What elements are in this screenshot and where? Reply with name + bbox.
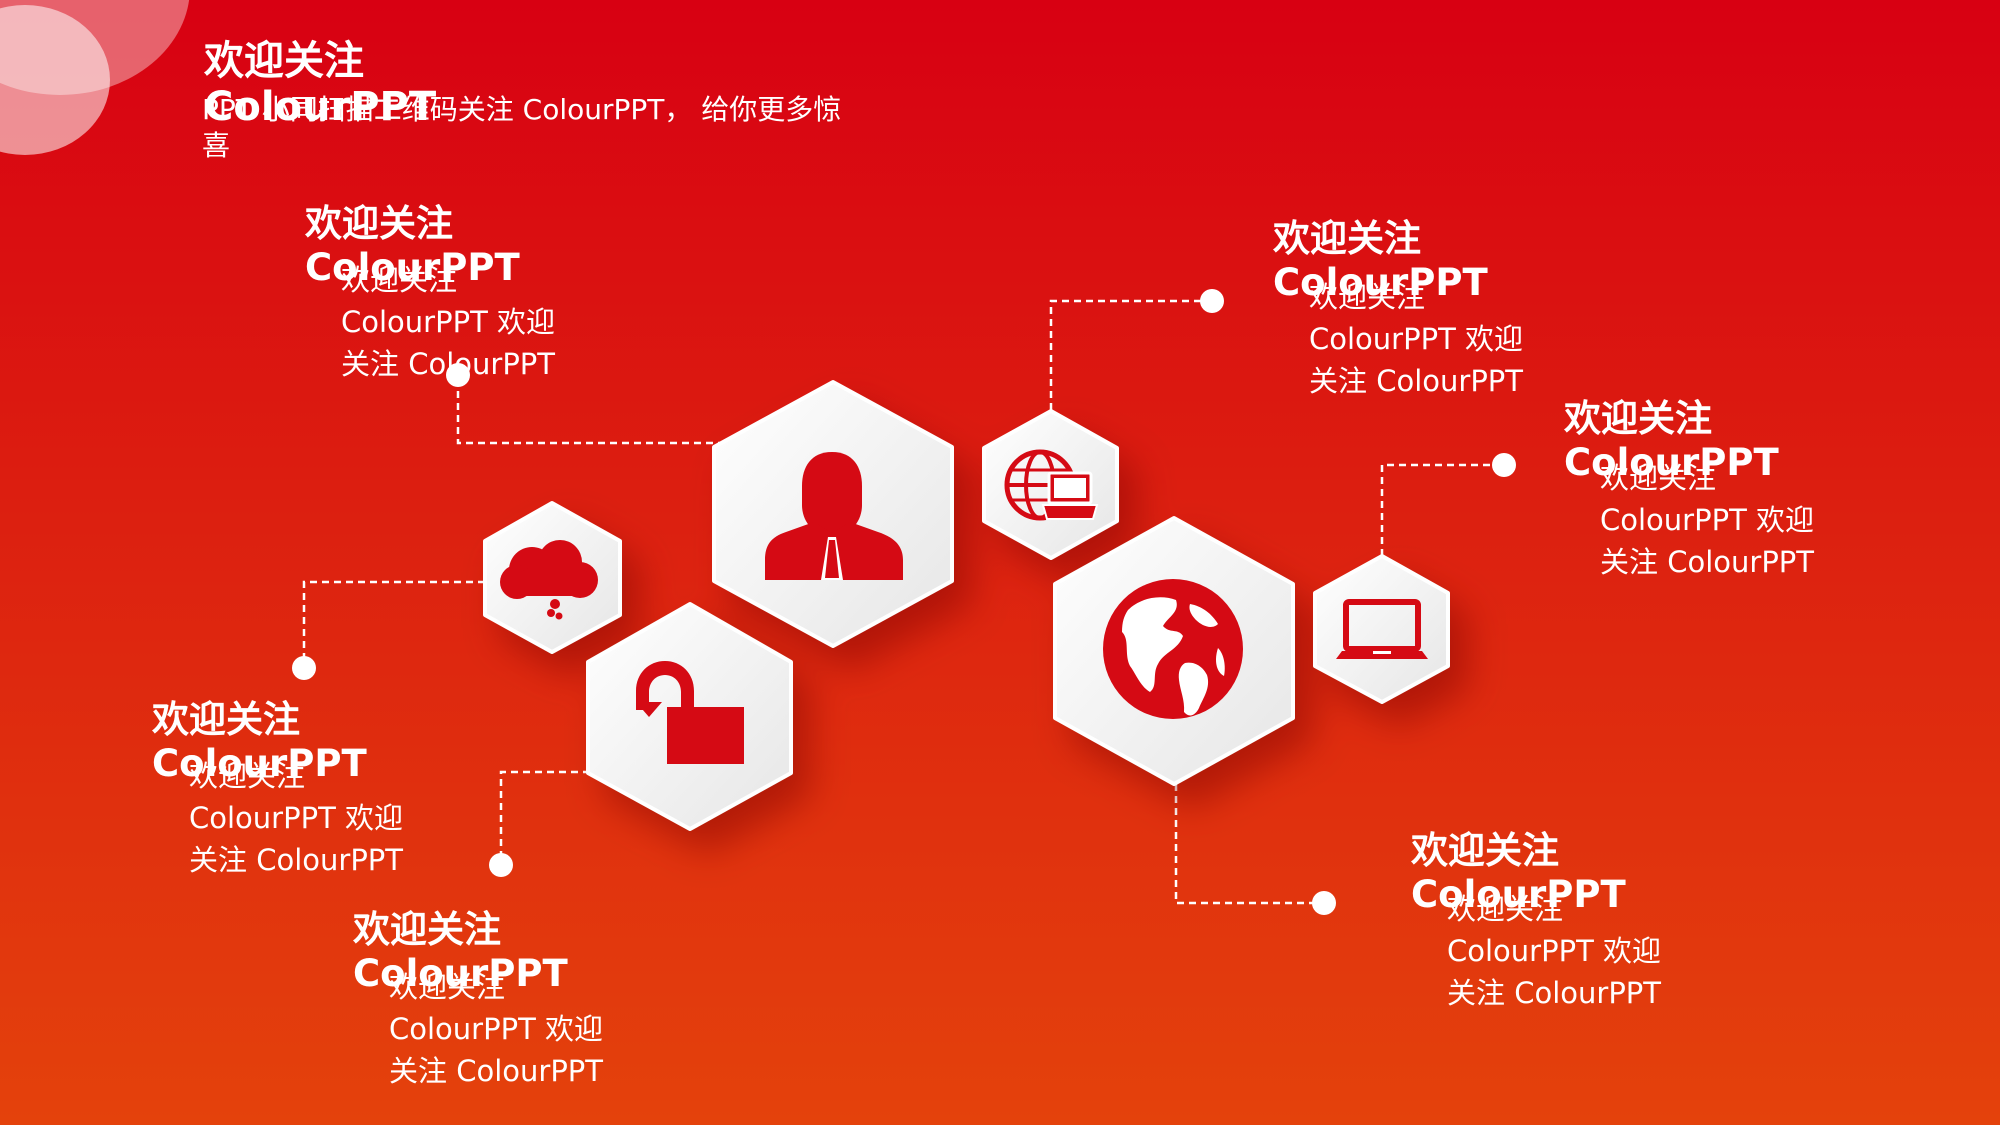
page-title: 欢迎关注 ColourPPT bbox=[204, 38, 437, 130]
connector-line-cloud bbox=[302, 580, 485, 668]
item-body: 欢迎关注 ColourPPT 欢迎关注 ColourPPT bbox=[1447, 892, 1662, 1010]
connector-line-laptop bbox=[1380, 463, 1503, 556]
unlock-icon bbox=[636, 661, 744, 764]
page-subtitle: PPT 小同扫描二维码关注 ColourPPT， 给你更多惊喜 bbox=[202, 93, 842, 162]
person-icon bbox=[765, 452, 903, 580]
item-title: 欢迎关注 ColourPPT bbox=[1564, 397, 1779, 484]
item-title: 欢迎关注 ColourPPT bbox=[1273, 217, 1488, 304]
connector-line-globe bbox=[1174, 784, 1322, 905]
item-body: 欢迎关注 ColourPPT 欢迎关注 ColourPPT bbox=[341, 263, 556, 381]
item-body: 欢迎关注 ColourPPT 欢迎关注 ColourPPT bbox=[189, 759, 404, 877]
connector-dot-person bbox=[446, 363, 470, 387]
globe-laptop-icon bbox=[1004, 449, 1099, 521]
item-title: 欢迎关注 ColourPPT bbox=[353, 908, 568, 995]
connector-dot-globe bbox=[1312, 891, 1336, 915]
connector-line-person bbox=[456, 375, 725, 445]
globe-icon bbox=[1103, 579, 1243, 719]
connector-line-globe-laptop bbox=[1049, 299, 1212, 410]
item-body: 欢迎关注 ColourPPT 欢迎关注 ColourPPT bbox=[1600, 461, 1815, 579]
item-body: 欢迎关注 ColourPPT 欢迎关注 ColourPPT bbox=[1309, 280, 1524, 398]
item-title: 欢迎关注 ColourPPT bbox=[152, 698, 367, 785]
item-title: 欢迎关注 ColourPPT bbox=[1411, 829, 1626, 916]
hexagon-laptop bbox=[1313, 554, 1450, 704]
connector-line-unlock bbox=[499, 770, 590, 865]
item-body: 欢迎关注 ColourPPT 欢迎关注 ColourPPT bbox=[389, 970, 604, 1088]
connector-dot-cloud bbox=[292, 656, 316, 680]
connector-dot-unlock bbox=[489, 853, 513, 877]
laptop-icon bbox=[1336, 599, 1428, 659]
connector-dot-laptop bbox=[1492, 453, 1516, 477]
item-title: 欢迎关注 ColourPPT bbox=[305, 202, 520, 289]
cloud-icon bbox=[500, 540, 598, 620]
connector-dot-globe-laptop bbox=[1200, 289, 1224, 313]
